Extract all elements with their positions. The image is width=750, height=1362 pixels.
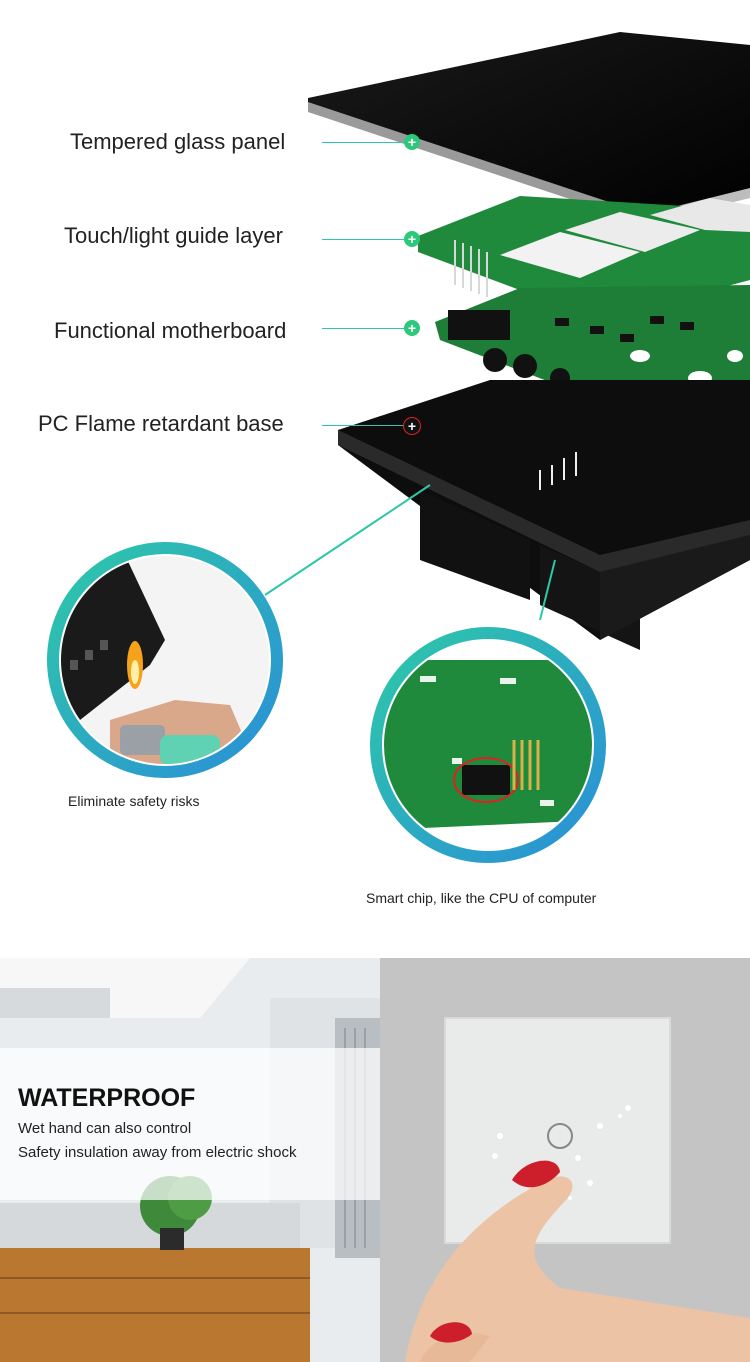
layer-label-motherboard: Functional motherboard	[54, 318, 287, 343]
switch-exploded-illustration	[47, 32, 750, 863]
bathroom-background	[0, 958, 750, 1362]
layer-label-base: PC Flame retardant base	[38, 411, 284, 436]
waterproof-overlay	[0, 1048, 380, 1200]
lighter-test-circle	[47, 542, 283, 778]
leader-line-glass	[322, 142, 412, 143]
exploded-view-section: Tempered glass panel + Touch/light guide…	[38, 32, 750, 906]
plus-icon: +	[403, 417, 421, 435]
plus-icon: +	[404, 134, 420, 150]
waterproof-line-2: Safety insulation away from electric sho…	[18, 1144, 297, 1161]
leader-line-base	[322, 425, 412, 426]
layer-label-touch: Touch/light guide layer	[64, 223, 283, 248]
caption-safety: Eliminate safety risks	[68, 793, 200, 809]
layer-label-glass: Tempered glass panel	[70, 129, 286, 154]
leader-line-touch	[322, 239, 412, 240]
motherboard	[435, 285, 750, 405]
waterproof-section: WATERPROOF Wet hand can also control Saf…	[0, 958, 750, 1362]
plus-icon: +	[404, 320, 420, 336]
plus-icon: +	[404, 231, 420, 247]
waterproof-title: WATERPROOF	[18, 1084, 196, 1112]
caption-smart-chip: Smart chip, like the CPU of computer	[366, 890, 597, 906]
waterproof-line-1: Wet hand can also control	[18, 1120, 192, 1137]
leader-line-motherboard	[322, 328, 412, 329]
glass-panel	[308, 32, 750, 222]
pcb-chip-circle	[370, 627, 606, 863]
